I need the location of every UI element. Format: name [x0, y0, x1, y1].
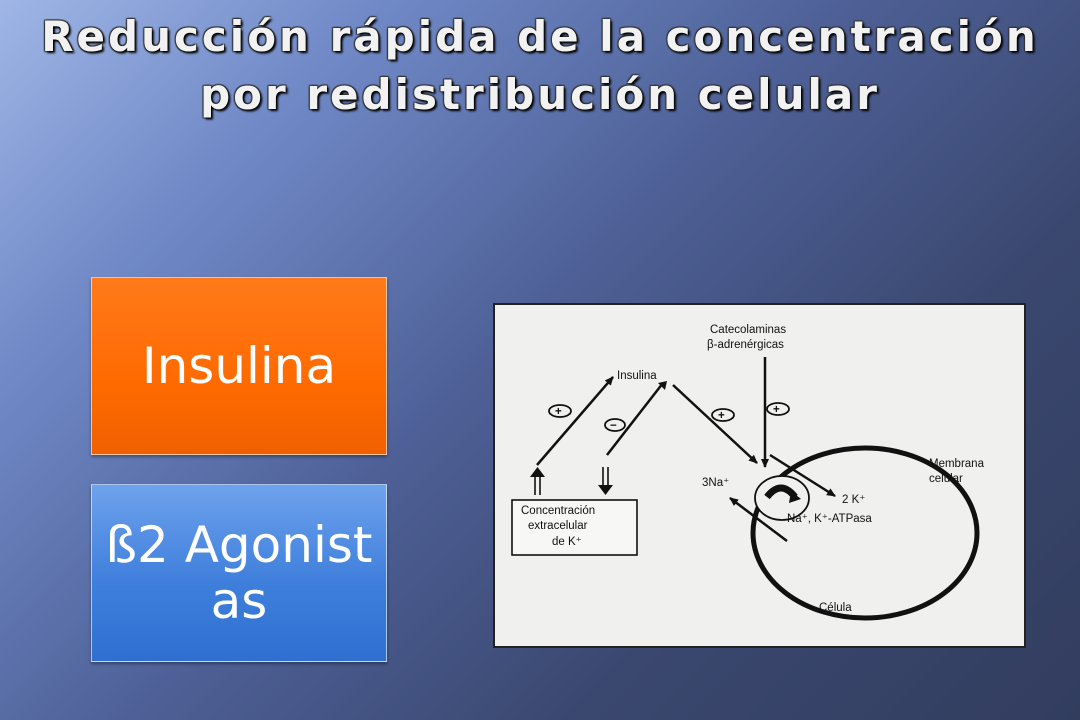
insulina-box: Insulina: [91, 277, 387, 455]
b2-agonistas-label: ß2 Agonistas: [105, 516, 373, 630]
arrow-insulina-to-pump: [672, 384, 758, 464]
catecolaminas-label-2: β-adrenérgicas: [707, 339, 784, 351]
arrow-k-in: [769, 453, 836, 498]
arrow-k-to-insulina: [536, 376, 614, 466]
cell-membrane: [750, 445, 980, 621]
insulina-label: Insulina: [141, 337, 337, 395]
concentracion-box: [511, 499, 638, 556]
atpasa-label: Na⁺, K⁺-ATPasa: [787, 513, 872, 525]
membrana-label-1: Membrana: [929, 458, 985, 470]
svg-text:+: +: [555, 406, 562, 418]
plus-sign-3: +: [766, 402, 790, 416]
diagram-canvas: Catecolaminas β-adrenérgicas Insulina + …: [511, 324, 985, 621]
svg-text:+: +: [718, 410, 725, 422]
pump-icon: [754, 475, 810, 521]
minus-sign: −: [604, 418, 626, 432]
svg-text:−: −: [610, 420, 617, 432]
arrow-insulina-feedback: [606, 382, 664, 456]
svg-text:+: +: [773, 404, 780, 416]
celula-label: Célula: [819, 602, 852, 614]
double-arrow-up: [530, 467, 545, 495]
membrana-label-2: celular: [929, 473, 963, 485]
concentracion-label-3: de K⁺: [552, 536, 582, 548]
plus-sign-1: +: [548, 404, 572, 418]
arrow-na-out: [729, 497, 788, 542]
potassium-redistribution-diagram: Catecolaminas β-adrenérgicas Insulina + …: [493, 303, 1026, 648]
catecolaminas-label-1: Catecolaminas: [710, 324, 786, 336]
slide-title: Reducción rápida de la concentración por…: [41, 12, 1039, 119]
double-arrow-down: [598, 467, 613, 495]
concentracion-label-1: Concentración: [521, 505, 595, 517]
plus-sign-2: +: [711, 408, 735, 422]
b2-agonistas-box: ß2 Agonistas: [91, 484, 387, 662]
diagram-insulina-label: Insulina: [617, 370, 657, 382]
concentracion-label-2: extracelular: [528, 520, 588, 532]
na-label: 3Na⁺: [702, 477, 729, 489]
k-label: 2 K⁺: [842, 494, 865, 506]
